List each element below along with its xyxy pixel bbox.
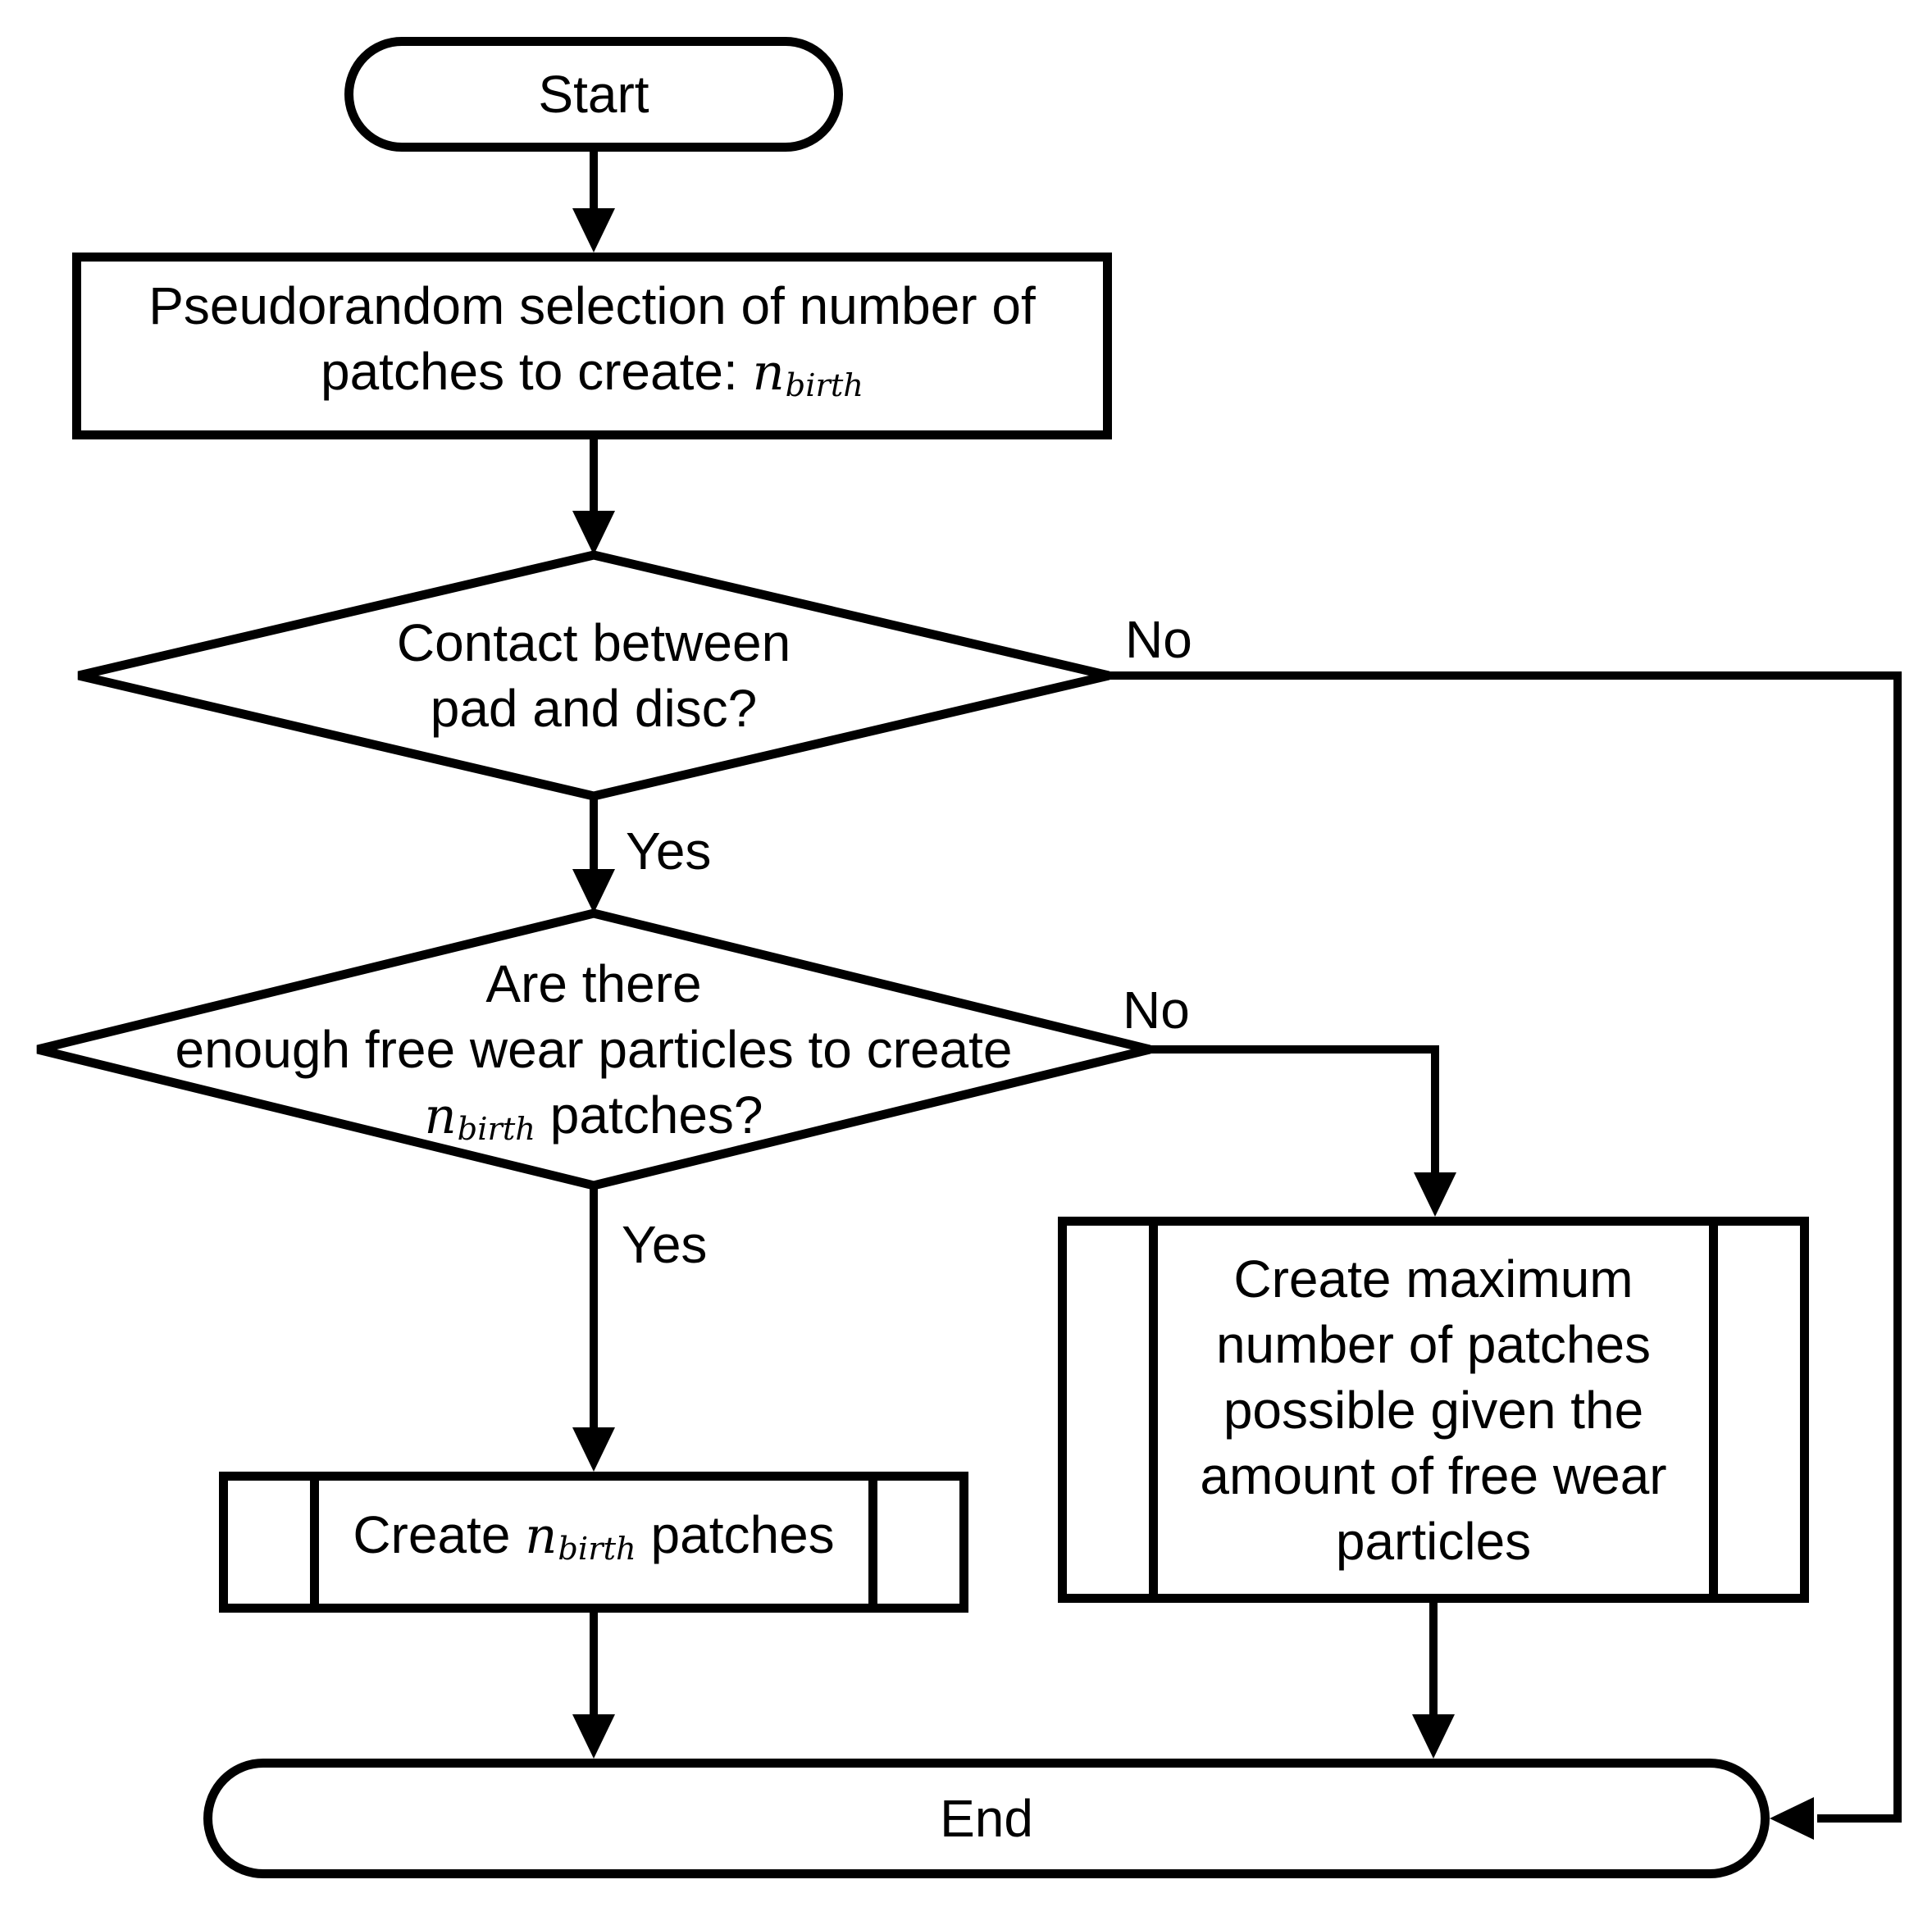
predefined-right-bar xyxy=(868,1481,877,1604)
decision-enough-line2: enough free wear particles to create xyxy=(175,1020,1013,1079)
end-terminator: End xyxy=(203,1759,1770,1878)
create-max-line4: amount of free wear xyxy=(1200,1445,1667,1505)
predefined-left-bar xyxy=(1149,1226,1158,1594)
math-n: n xyxy=(424,1088,457,1145)
decision-contact-line2: pad and disc? xyxy=(430,679,758,738)
decision-enough-line1: Are there xyxy=(485,954,702,1013)
start-label: Start xyxy=(538,65,649,124)
create-max-line2: number of patches xyxy=(1215,1314,1652,1374)
create-max-line3: possible given the xyxy=(1223,1380,1644,1440)
arrow-contact-no-line xyxy=(1109,671,1902,1823)
decision-enough-particles-shape xyxy=(36,908,1151,1190)
edge-label-enough-no: No xyxy=(1123,981,1190,1040)
decision-enough-line3-text: patches? xyxy=(535,1085,763,1145)
process-select-line1: Pseudorandom selection of number of xyxy=(148,275,1036,335)
end-label: End xyxy=(940,1789,1033,1848)
create-nbirth-prefix: Create xyxy=(353,1504,526,1564)
arrow-contact-yes-head xyxy=(572,869,615,913)
process-select-line2: patches to create: nbirth xyxy=(321,339,863,419)
edge-label-contact-yes: Yes xyxy=(626,821,712,881)
arrow-contact-no-head xyxy=(1770,1797,1814,1840)
create-max-line5: particles xyxy=(1335,1511,1532,1571)
arrow-enough-no-head xyxy=(1414,1172,1456,1217)
process-select-patches: Pseudorandom selection of number of patc… xyxy=(72,253,1112,439)
decision-contact-line1: Contact between xyxy=(396,613,791,672)
math-n: n xyxy=(525,1507,558,1565)
predefined-create-nbirth: Create nbirth patches xyxy=(219,1472,968,1613)
decision-enough-line3: nbirth patches? xyxy=(77,1082,1110,1163)
arrow-enough-yes-head xyxy=(572,1427,615,1472)
predefined-create-nbirth-label: Create nbirth patches xyxy=(353,1502,834,1582)
predefined-left-bar xyxy=(310,1481,319,1604)
arrow-createnbirth-to-end-head xyxy=(572,1714,615,1759)
math-n-subscript: birth xyxy=(457,1111,535,1149)
decision-contact-text: Contact between pad and disc? xyxy=(184,610,1004,741)
predefined-create-max: Create maximum number of patches possibl… xyxy=(1058,1217,1809,1603)
decision-enough-particles-text: Are there enough free wear particles to … xyxy=(77,951,1110,1163)
create-max-line1: Create maximum xyxy=(1233,1249,1634,1308)
arrow-start-to-select-head xyxy=(572,208,615,253)
start-terminator: Start xyxy=(344,37,843,152)
arrow-select-to-contact-head xyxy=(572,511,615,555)
edge-label-contact-no: No xyxy=(1125,610,1192,669)
arrow-createmax-to-end-head xyxy=(1412,1714,1455,1759)
math-n: n xyxy=(752,344,785,402)
create-nbirth-suffix: patches xyxy=(636,1504,835,1564)
process-select-line2-text: patches to create: xyxy=(320,341,753,401)
arrow-enough-no-line xyxy=(1150,1045,1439,1176)
decision-contact-shape xyxy=(77,550,1110,801)
math-n-subscript: birth xyxy=(558,1531,636,1568)
edge-label-enough-yes: Yes xyxy=(622,1215,708,1274)
predefined-right-bar xyxy=(1709,1226,1718,1594)
math-n-subscript: birth xyxy=(785,367,864,405)
